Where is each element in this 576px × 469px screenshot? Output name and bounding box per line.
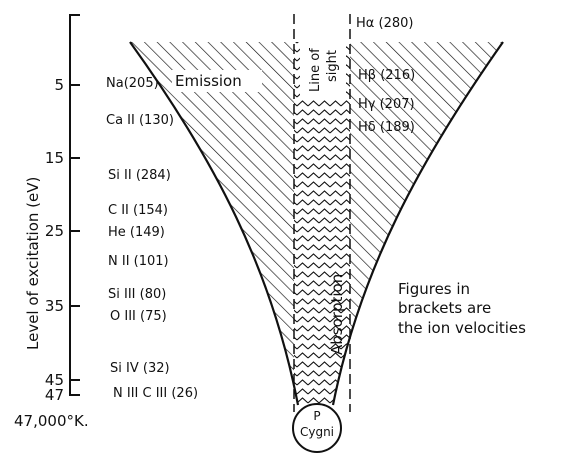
emission-label-background: [172, 70, 262, 92]
ion-si-iii: Si III (80): [108, 287, 166, 302]
ion-na: Na(205): [106, 76, 159, 91]
balmer-labels: Hα (280) Hβ (216) Hγ (207) Hδ (189): [356, 16, 415, 135]
ion-labels: Na(205) Ca II (130) Si II (284) C II (15…: [106, 76, 198, 401]
line-of-sight-label-1: Line of: [308, 48, 323, 92]
balmer-h-gamma: Hγ (207): [358, 97, 415, 112]
absorption-column-hatch: [294, 42, 350, 405]
star-p-cygni: P Cygni: [292, 403, 342, 453]
line-of-sight-label-2: sight: [325, 50, 340, 82]
note-line-3: the ion velocities: [398, 319, 526, 337]
balmer-h-alpha: Hα (280): [356, 16, 413, 31]
tick-label-35: 35: [45, 297, 64, 315]
balmer-h-beta: Hβ (216): [358, 68, 415, 83]
star-label-line-2: Cygni: [300, 425, 334, 439]
ion-n-iii-c-iii: N III C III (26): [113, 386, 198, 401]
star-circle: [292, 403, 342, 453]
tick-label-25: 25: [45, 222, 64, 240]
ion-n-ii: N II (101): [108, 254, 169, 269]
tick-label-45: 45: [45, 371, 64, 389]
star-label-line-1: P: [313, 409, 320, 423]
funnel-shell: [129, 14, 504, 412]
tick-label-47: 47: [45, 386, 64, 404]
ion-c-ii: C II (154): [108, 203, 168, 218]
balmer-h-delta: Hδ (189): [358, 120, 415, 135]
axis-label: Level of excitation (eV): [24, 177, 42, 350]
ion-o-iii: O III (75): [110, 309, 167, 324]
funnel-outline: [129, 41, 504, 406]
line-of-sight-label-background: [300, 16, 346, 98]
ion-si-iv: Si IV (32): [110, 361, 170, 376]
ion-si-ii: Si II (284): [108, 168, 171, 183]
temperature-label: 47,000°K.: [14, 412, 89, 430]
absorption-label: Absorption: [328, 274, 346, 355]
ion-ca-ii: Ca II (130): [106, 113, 174, 128]
emission-label: Emission: [175, 72, 242, 90]
excitation-axis: Level of excitation (eV) 5 15 25 35 45 4…: [14, 14, 89, 430]
note-line-1: Figures in: [398, 280, 470, 298]
tick-label-15: 15: [45, 149, 64, 167]
note-line-2: brackets are: [398, 299, 491, 317]
velocity-note: Figures in brackets are the ion velociti…: [398, 280, 526, 337]
ion-he: He (149): [108, 225, 165, 240]
tick-label-5: 5: [54, 76, 64, 94]
